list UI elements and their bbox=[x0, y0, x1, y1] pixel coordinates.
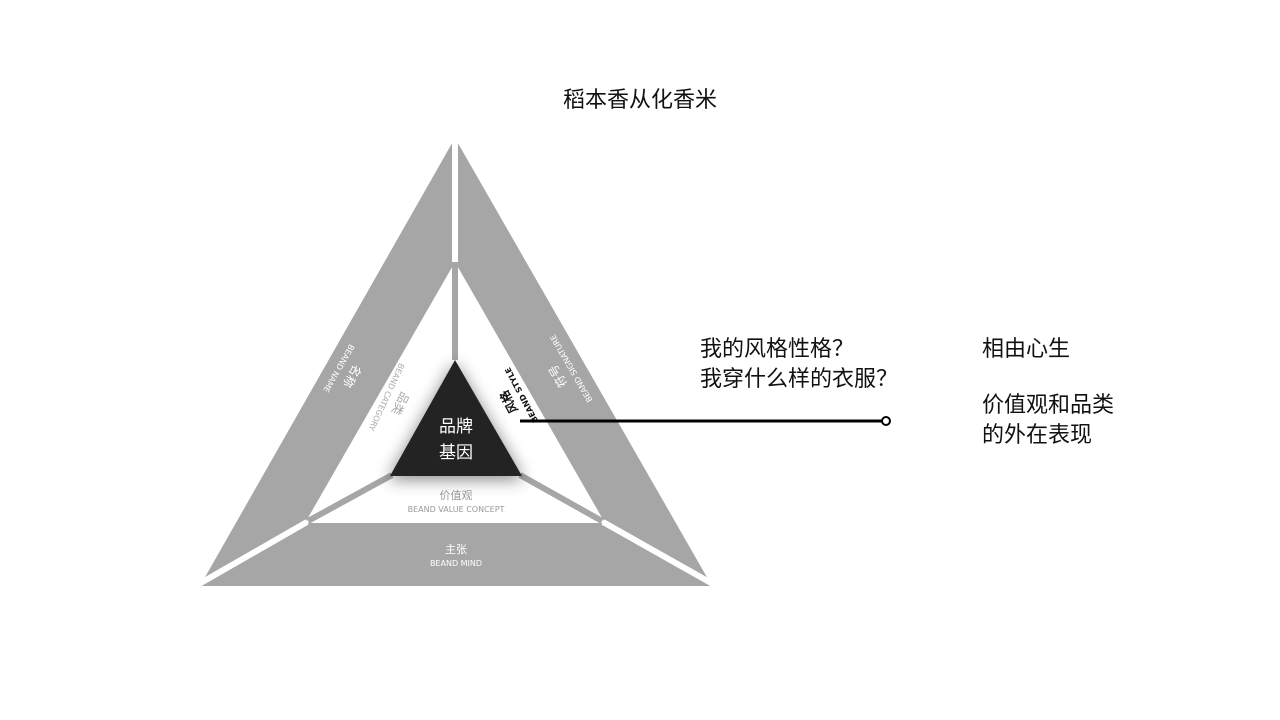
callout-line-2: 我穿什么样的衣服？ bbox=[700, 367, 899, 392]
callout-text: 我的风格性格？ 我穿什么样的衣服？ bbox=[700, 335, 898, 395]
gap-right bbox=[601, 519, 722, 591]
core-label-2: 基因 bbox=[439, 443, 473, 463]
note-line-2: 价值观和品类 bbox=[982, 393, 1115, 418]
note-line-3: 的外在表现 bbox=[982, 423, 1093, 448]
spoke-left bbox=[306, 472, 394, 524]
core-triangle bbox=[390, 360, 522, 476]
page-title: 稻本香从化香米 bbox=[562, 88, 717, 113]
gap-left bbox=[190, 519, 309, 591]
value-en: BEAND VALUE CONCEPT bbox=[408, 505, 505, 514]
note-line-1: 相由心生 bbox=[982, 337, 1071, 362]
value-cn: 价值观 bbox=[440, 489, 473, 502]
mind-cn: 主张 bbox=[445, 543, 467, 556]
callout-dot bbox=[881, 416, 891, 426]
callout-line-1: 我的风格性格？ bbox=[700, 337, 855, 362]
note-text: 相由心生 价值观和品类 的外在表现 bbox=[982, 335, 1114, 451]
mind-en: BEAND MIND bbox=[430, 559, 482, 568]
spoke-right bbox=[518, 472, 604, 524]
core-label-1: 品牌 bbox=[439, 417, 473, 437]
